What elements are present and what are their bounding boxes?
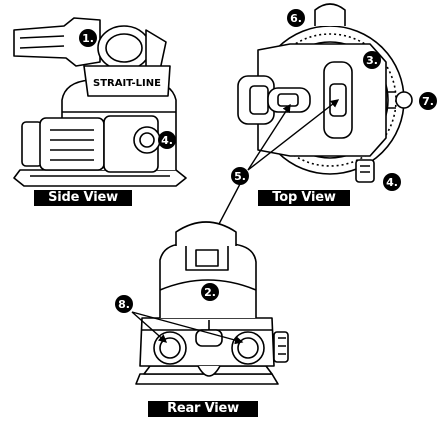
svg-text:5.: 5. <box>234 170 246 183</box>
rear-view-drawing <box>135 221 289 385</box>
svg-text:7.: 7. <box>422 95 434 108</box>
svg-text:3.: 3. <box>366 54 378 67</box>
brand-text: STRAIT-LINE <box>93 78 161 89</box>
top-view-drawing <box>237 3 413 183</box>
top-view-label: Top View <box>258 190 350 206</box>
side-view-label: Side View <box>34 190 132 206</box>
callout-2: 2. <box>201 283 219 301</box>
callout-6: 6. <box>287 9 305 27</box>
callout-8: 8. <box>115 295 244 345</box>
side-view-drawing <box>13 17 187 187</box>
rear-view-label: Rear View <box>148 401 258 417</box>
svg-text:4.: 4. <box>386 176 398 189</box>
svg-text:2.: 2. <box>204 286 216 299</box>
callout-4-side: 4. <box>158 131 176 149</box>
callout-1: 1. <box>79 29 97 47</box>
svg-text:6.: 6. <box>290 12 302 25</box>
callout-3: 3. <box>363 51 381 69</box>
callout-7: 7. <box>419 92 437 110</box>
svg-text:4.: 4. <box>161 134 173 147</box>
svg-text:1.: 1. <box>82 32 94 45</box>
svg-text:8.: 8. <box>118 298 130 311</box>
callout-4-top: 4. <box>383 173 401 191</box>
